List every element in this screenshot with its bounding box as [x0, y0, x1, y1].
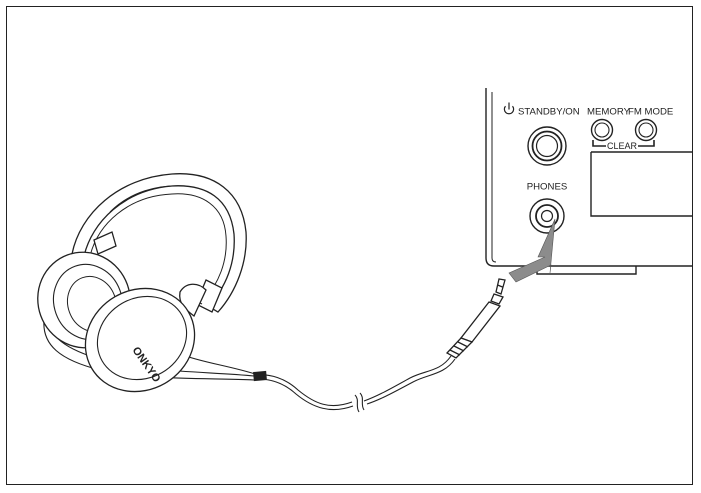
- clear-bracket: [592, 140, 655, 147]
- memory-button[interactable]: [590, 118, 614, 142]
- headphone-plug: [445, 278, 506, 359]
- power-icon: [503, 102, 515, 115]
- memory-label: MEMORY: [587, 107, 631, 118]
- standby-on-label: STANDBY/ON: [518, 107, 580, 118]
- phones-jack[interactable]: [529, 198, 565, 234]
- standby-on-button[interactable]: [527, 126, 567, 166]
- fm-mode-button[interactable]: [634, 118, 658, 142]
- fm-mode-label: FM MODE: [628, 107, 673, 118]
- insert-arrow-icon: [508, 218, 556, 283]
- headphones: [37, 173, 247, 393]
- phones-label: PHONES: [527, 182, 568, 193]
- clear-label: CLEAR: [607, 141, 638, 151]
- receiver-front-panel: [485, 88, 693, 275]
- figure-frame: [6, 6, 693, 485]
